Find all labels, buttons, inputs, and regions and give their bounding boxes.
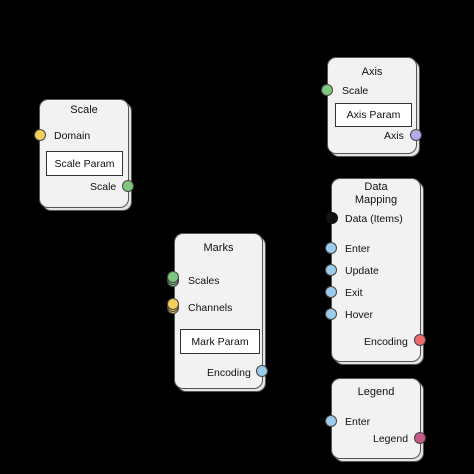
enter-input-port[interactable] bbox=[325, 242, 337, 254]
legend-node-card: Legend Enter Legend bbox=[331, 378, 421, 459]
legend-enter-input-port[interactable] bbox=[325, 415, 337, 427]
scales-input-port-stack[interactable] bbox=[167, 271, 181, 287]
channels-port-layer bbox=[167, 298, 179, 310]
axis-output-label: Axis bbox=[384, 130, 404, 142]
data-items-label: Data (Items) bbox=[345, 213, 403, 225]
hover-input-port[interactable] bbox=[325, 308, 337, 320]
event-exit-label: Exit bbox=[345, 287, 363, 299]
event-hover-label: Hover bbox=[345, 309, 374, 321]
scale-param-box[interactable]: Scale Param bbox=[46, 151, 123, 176]
marks-node[interactable]: Marks Scales Channels Mark Param Encodin… bbox=[167, 233, 268, 392]
marks-encoding-label: Encoding bbox=[207, 367, 251, 379]
axis-scale-label: Scale bbox=[342, 85, 369, 97]
axis-node-title: Axis bbox=[361, 66, 383, 78]
marks-encoding-output-port[interactable] bbox=[256, 365, 268, 377]
event-enter-label: Enter bbox=[345, 243, 371, 255]
exit-input-port[interactable] bbox=[325, 286, 337, 298]
marks-node-title: Marks bbox=[203, 242, 234, 254]
data-mapping-node-card: Data Mapping Data (Items) Enter Update E… bbox=[331, 178, 421, 362]
data-mapping-node[interactable]: Data Mapping Data (Items) Enter Update E… bbox=[325, 178, 426, 365]
legend-output-port[interactable] bbox=[414, 432, 426, 444]
scale-node-card: Scale Domain Scale Param Scale bbox=[39, 99, 129, 208]
event-update-label: Update bbox=[345, 265, 379, 277]
scale-node-title: Scale bbox=[70, 104, 98, 116]
data-mapping-title-line1: Data bbox=[364, 181, 388, 193]
data-mapping-title-line2: Mapping bbox=[354, 194, 398, 206]
legend-node-title: Legend bbox=[357, 386, 395, 398]
axis-node[interactable]: Axis Scale Axis Param Axis bbox=[321, 57, 422, 157]
scale-domain-label: Domain bbox=[54, 130, 91, 142]
marks-scales-label: Scales bbox=[188, 275, 220, 287]
data-mapping-encoding-output-port[interactable] bbox=[414, 334, 426, 346]
scale-output-label: Scale bbox=[90, 181, 117, 193]
axis-param-box[interactable]: Axis Param bbox=[335, 103, 412, 127]
channels-input-port-stack[interactable] bbox=[167, 298, 181, 314]
mark-param-box[interactable]: Mark Param bbox=[180, 329, 260, 354]
axis-scale-input-port[interactable] bbox=[321, 84, 333, 96]
legend-enter-label: Enter bbox=[345, 416, 371, 428]
axis-node-card: Axis Scale Axis Param Axis bbox=[327, 57, 417, 154]
scale-output-port[interactable] bbox=[122, 180, 134, 192]
data-items-input-port[interactable] bbox=[326, 212, 338, 224]
scales-port-layer bbox=[167, 271, 179, 283]
scale-node[interactable]: Scale Domain Scale Param Scale bbox=[34, 99, 134, 211]
legend-output-label: Legend bbox=[373, 433, 409, 445]
update-input-port[interactable] bbox=[325, 264, 337, 276]
domain-input-port[interactable] bbox=[34, 129, 46, 141]
data-mapping-encoding-label: Encoding bbox=[364, 336, 408, 348]
legend-node[interactable]: Legend Enter Legend bbox=[325, 378, 426, 462]
axis-output-port[interactable] bbox=[410, 129, 422, 141]
marks-channels-label: Channels bbox=[188, 302, 233, 314]
marks-node-card: Marks Scales Channels Mark Param Encodin… bbox=[174, 233, 263, 389]
